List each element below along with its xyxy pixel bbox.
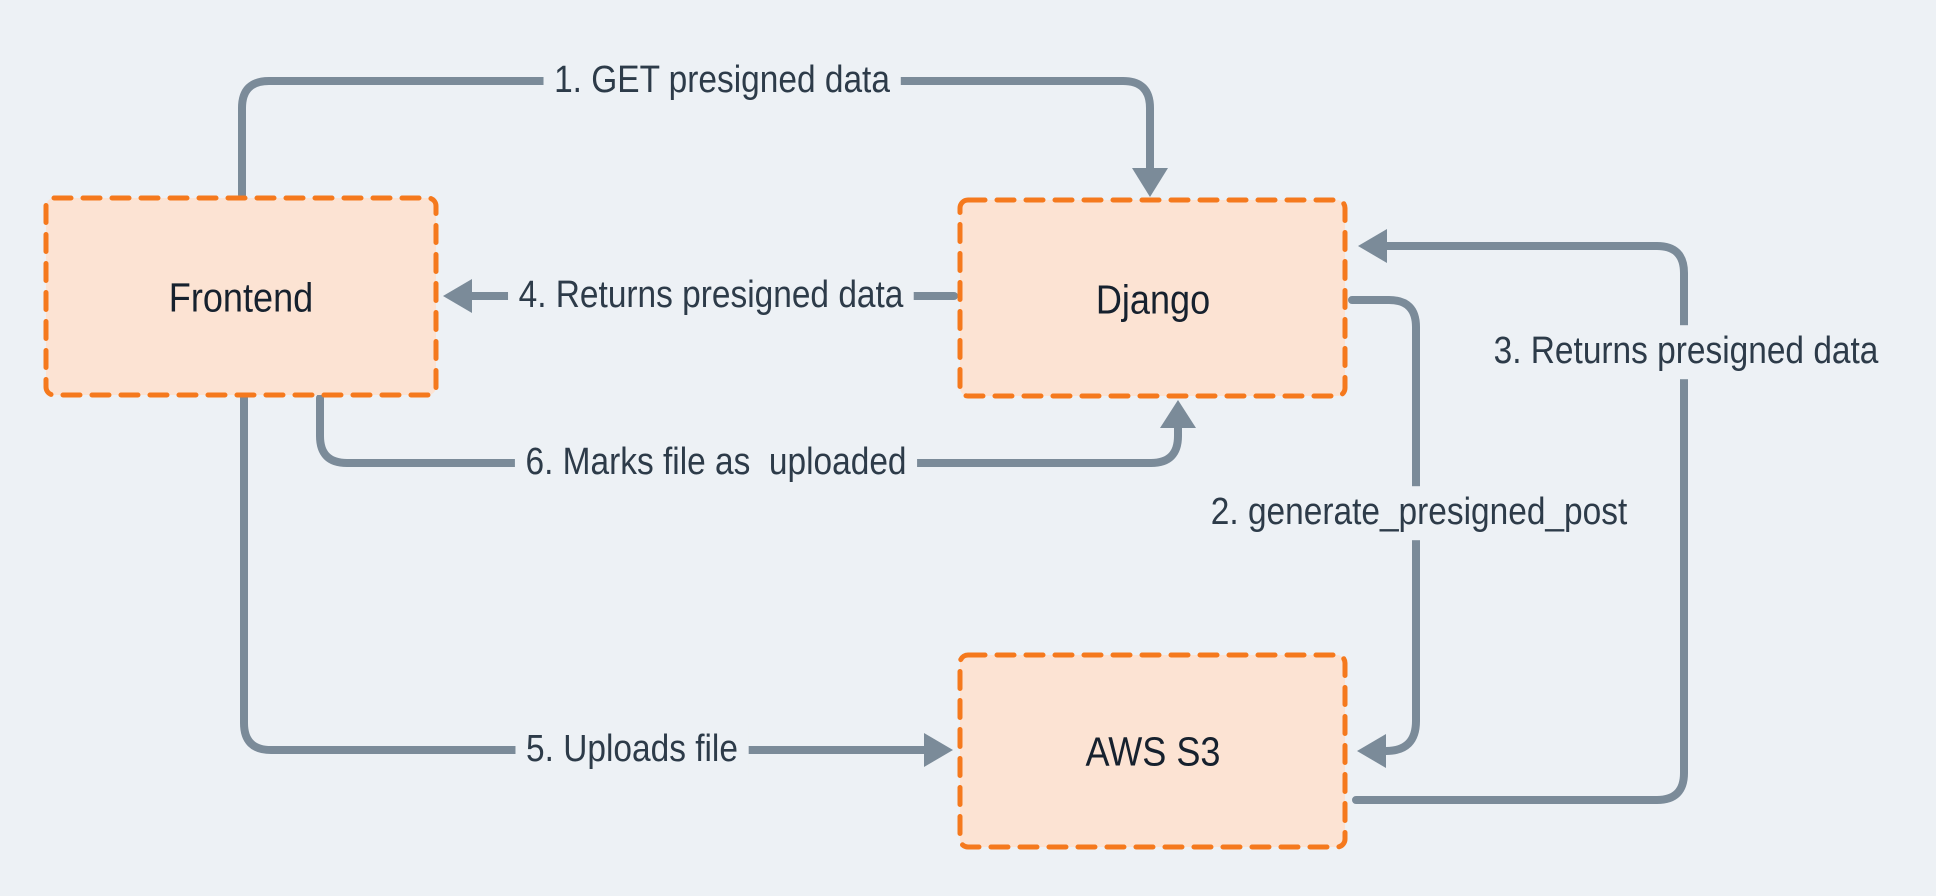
edge-5-path xyxy=(240,394,928,754)
edge-6-label: 6. Marks file as uploaded xyxy=(514,436,918,490)
edge-2-label: 2. generate_presigned_post xyxy=(1200,486,1638,540)
edge-1-label: 1. GET presigned data xyxy=(543,54,901,108)
edge-3-path xyxy=(1352,242,1688,804)
arrowhead-down-icon xyxy=(1132,168,1168,197)
edge-5-uploads-file xyxy=(240,394,953,767)
node-frontend-box xyxy=(43,195,439,398)
arrowhead-right-icon xyxy=(924,733,953,767)
node-frontend-label: Frontend xyxy=(168,274,314,321)
node-django-label: Django xyxy=(1095,276,1211,323)
edge-3-label: 3. Returns presigned data xyxy=(1483,325,1889,379)
node-aws-s3-box xyxy=(957,652,1348,850)
node-aws-s3-label: AWS S3 xyxy=(1085,728,1221,775)
arrowhead-left-icon xyxy=(1357,734,1386,768)
edge-3-returns-presigned-data xyxy=(1352,229,1688,804)
node-django-box xyxy=(957,197,1348,399)
arrowhead-up-icon xyxy=(1160,400,1196,428)
arrowhead-left-icon xyxy=(1358,229,1387,263)
arrowhead-left-icon xyxy=(443,279,472,313)
edge-5-label: 5. Uploads file xyxy=(515,723,749,777)
edge-4-label: 4. Returns presigned data xyxy=(508,269,914,323)
